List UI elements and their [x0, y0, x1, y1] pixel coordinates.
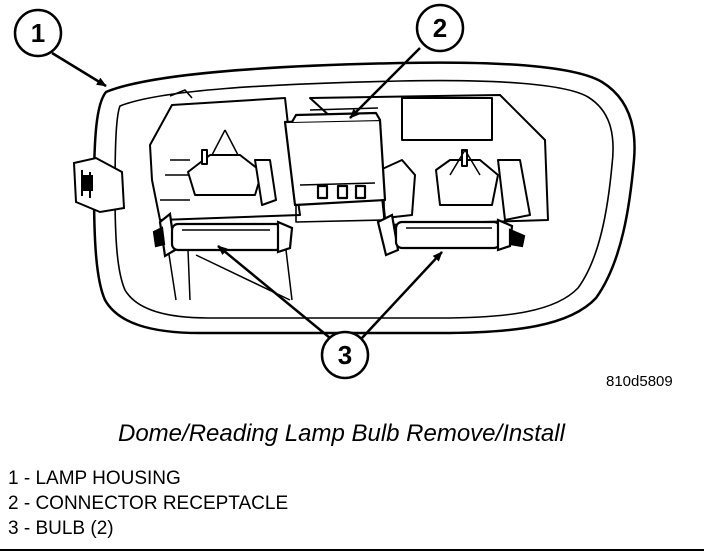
leader-lines [51, 47, 443, 339]
svg-text:3: 3 [338, 340, 352, 370]
lamp-housing [92, 61, 636, 335]
left-bracket [149, 97, 301, 301]
bottom-rule [0, 549, 704, 551]
leader-2 [349, 47, 421, 119]
legend-item-connector-receptacle: 2 - CONNECTOR RECEPTACLE [8, 493, 289, 514]
svg-text:2: 2 [433, 13, 447, 43]
side-clip [72, 156, 126, 214]
legend-item-bulb: 3 - BULB (2) [8, 518, 114, 539]
leader-1 [51, 51, 107, 88]
callout-3: 3 [320, 330, 370, 380]
bulb-left [152, 211, 294, 258]
bulb-right [376, 213, 526, 257]
leader-3b [361, 251, 443, 339]
callout-1: 1 [13, 8, 63, 58]
figure-id: 810d5809 [606, 373, 673, 390]
figure-caption: Dome/Reading Lamp Bulb Remove/Install [118, 420, 565, 447]
connector-receptacle [283, 111, 387, 223]
legend: 1 - LAMP HOUSING 2 - CONNECTOR RECEPTACL… [8, 466, 288, 541]
leader-3a [217, 245, 331, 339]
lamp-diagram: 1 2 3 [13, 3, 636, 380]
svg-text:1: 1 [31, 18, 45, 48]
callout-2: 2 [415, 3, 465, 53]
legend-item-lamp-housing: 1 - LAMP HOUSING [8, 468, 181, 489]
